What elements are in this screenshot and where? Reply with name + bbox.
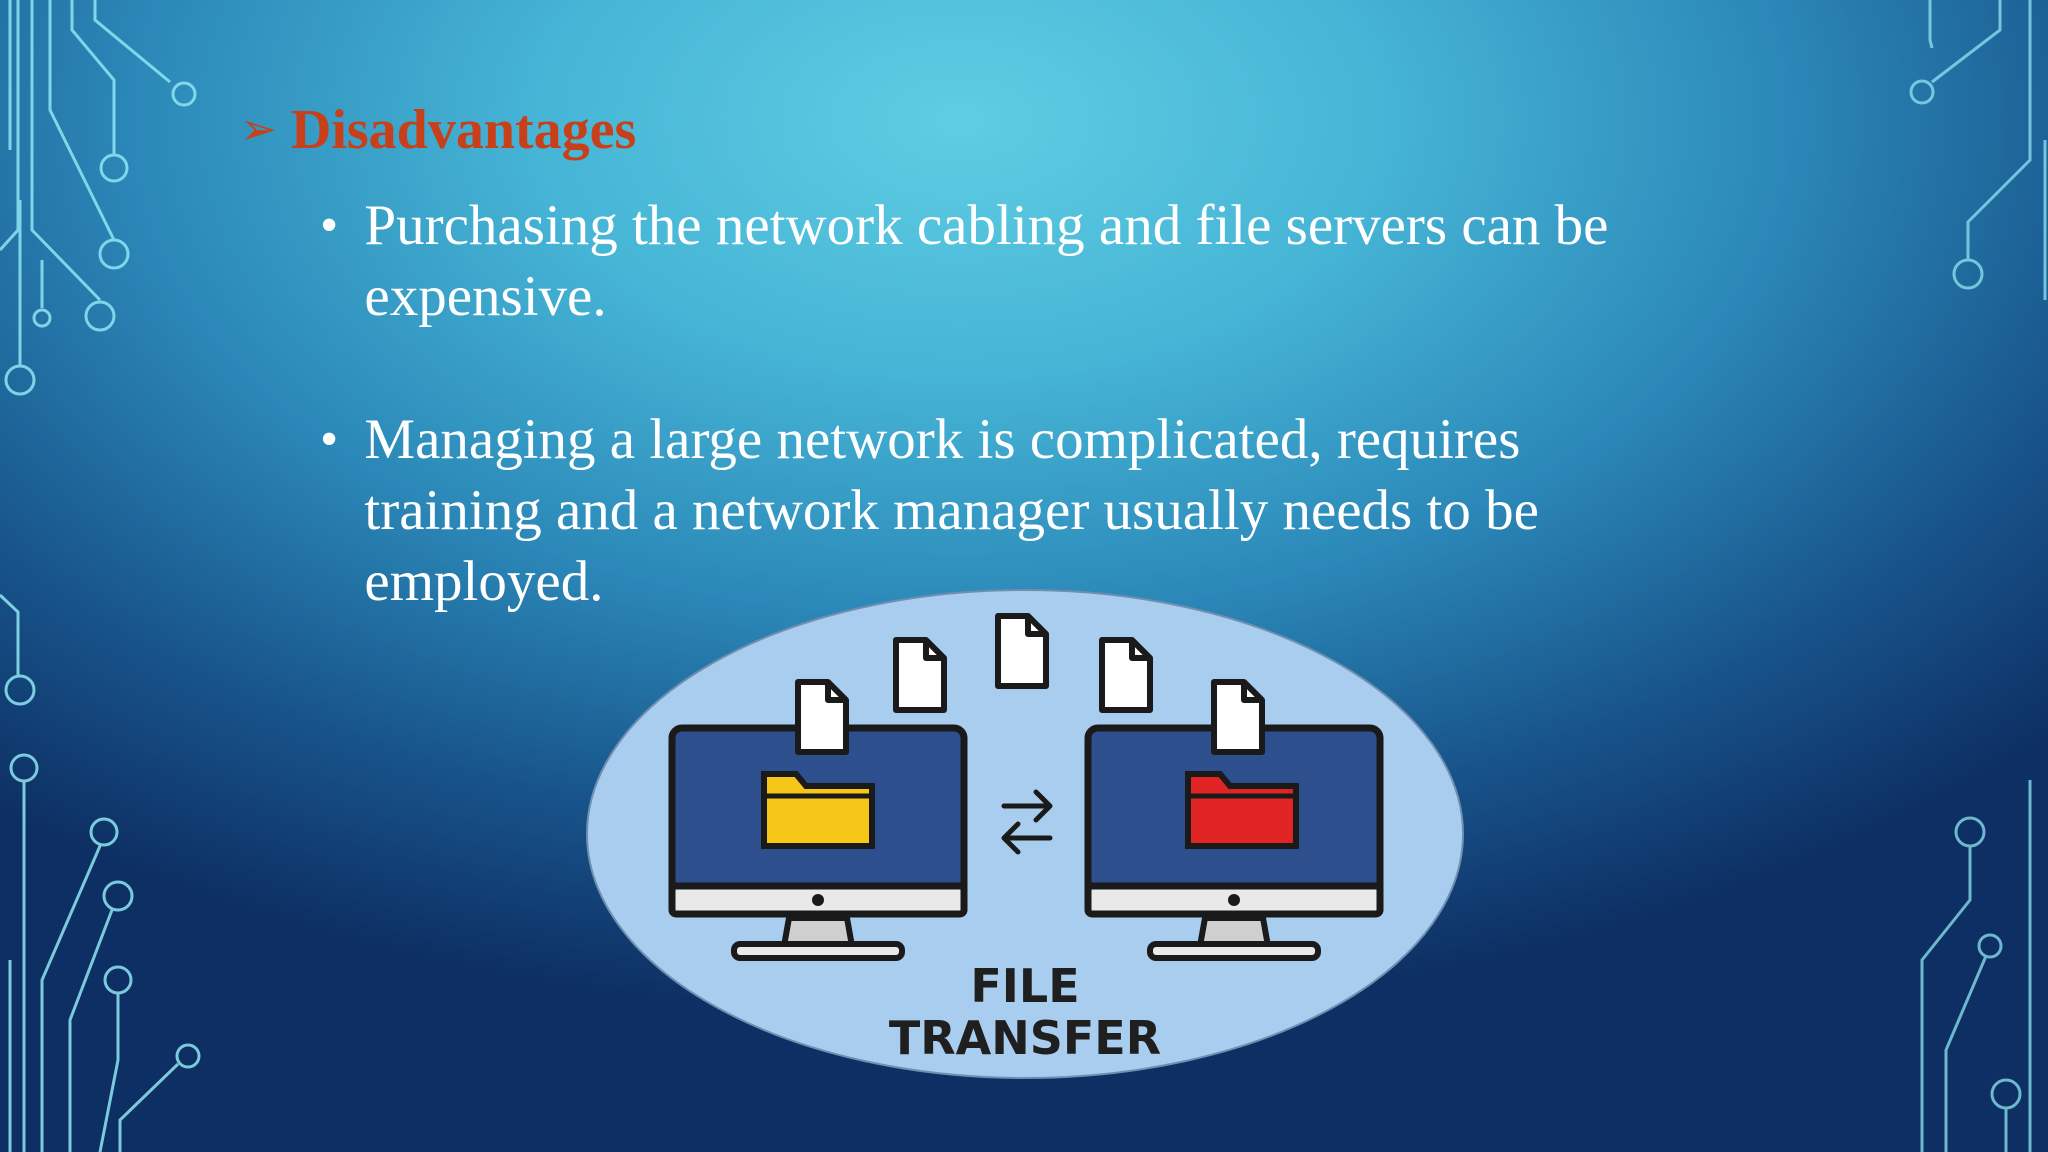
- caption-line-transfer: TRANSFER: [888, 1011, 1162, 1065]
- yellow-folder-icon: [761, 771, 875, 849]
- caption-line-file: FILE: [970, 959, 1080, 1013]
- document-icon: [893, 637, 947, 713]
- file-transfer-graphic: [586, 589, 1464, 1079]
- bullet-dot-icon: •: [320, 197, 339, 254]
- red-folder-icon: [1185, 771, 1299, 849]
- section-heading: ➢ Disadvantages: [240, 98, 636, 162]
- document-icon: [995, 613, 1049, 689]
- bullet-dot-icon: •: [320, 411, 339, 468]
- bullet-text: Managing a large network is complicated,…: [364, 408, 1539, 613]
- arrow-bullet-icon: ➢: [240, 104, 277, 155]
- document-icon: [795, 679, 849, 755]
- file-transfer-illustration: FILE TRANSFER: [584, 588, 1466, 1080]
- document-icon: [1211, 679, 1265, 755]
- document-icon: [1099, 637, 1153, 713]
- transfer-arrows-icon: [1001, 789, 1053, 855]
- bullet-text: Purchasing the network cabling and file …: [364, 194, 1609, 328]
- left-monitor-icon: [668, 724, 968, 961]
- heading-text: Disadvantages: [290, 99, 637, 161]
- bullet-item: • Purchasing the network cabling and fil…: [320, 190, 1620, 332]
- bullet-item: • Managing a large network is complicate…: [320, 404, 1620, 617]
